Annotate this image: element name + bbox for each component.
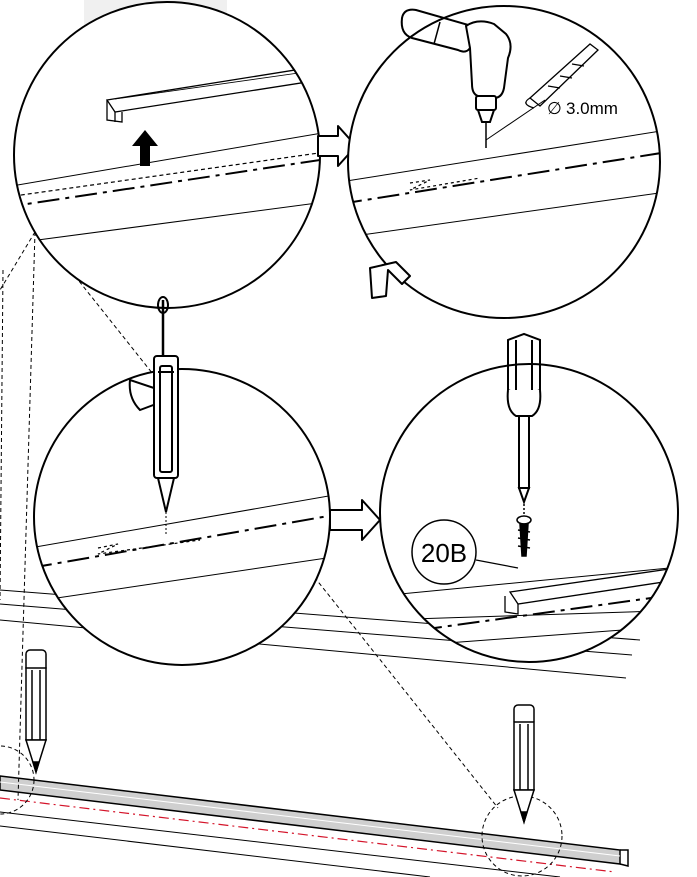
pencil-right-icon [512,704,536,825]
drill-bit-diameter-label: 3.0mm [566,99,618,118]
pencil-left-icon [24,649,48,775]
drill-bit-icon [485,43,600,141]
step-2-drill-hole: ∅ 3.0mm [347,5,661,319]
arrow-step-1-to-2-icon [317,125,357,167]
bottom-rail [0,775,629,877]
callout-circle-left [0,745,35,815]
step-4-fasten-screw: 20B [379,332,679,663]
arrow-step-3-to-4-icon [329,499,381,541]
caulk-gun-icon [128,296,179,534]
step-3-apply-sealant [33,296,331,666]
callout-circle-right [481,795,563,877]
part-label-circle [411,519,477,585]
screw-icon [516,504,532,557]
drill-bit-diameter-symbol: ∅ [547,99,562,118]
arrow-step-2-to-3-icon [369,261,411,299]
step-1-position-channel [13,1,321,309]
drill-icon [400,8,512,148]
screw-part-label: 20B [421,538,467,568]
up-arrow-icon [132,130,158,166]
